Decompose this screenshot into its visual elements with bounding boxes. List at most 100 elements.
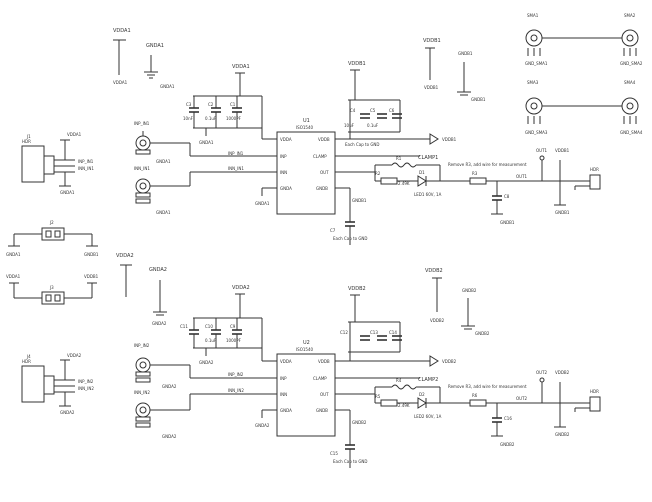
output-network-top: CLAMP1 R1 R2 2.49K LED1 60V, 1A D1 R3 OU…: [330, 148, 601, 245]
capacitor-c14: C14: [389, 330, 402, 341]
c6-ref: C6: [389, 108, 395, 113]
bottom-note-each-cap: Each Cap to GND: [333, 459, 368, 464]
u1-gndb-label: GNDB1: [352, 198, 367, 203]
c8-gndb: GNDB1: [500, 220, 515, 225]
j4-inp: INP_IN2: [78, 379, 94, 384]
c15-label: C15: [330, 451, 338, 456]
input-jack-inn2: INN_IN2 GNDA2: [134, 390, 262, 439]
vddb2-net-label: VDDB2: [430, 318, 445, 323]
u1-pin-inp: INP: [280, 154, 287, 159]
c10-value: 0.1uF: [205, 338, 217, 343]
input-jack-inp2: INP_IN2 GNDA2: [134, 343, 262, 389]
gnda1-cap-label: GNDA1: [199, 140, 214, 145]
diff-n1-label: INN_IN1: [228, 166, 244, 171]
inp2-gnd: GNDA2: [162, 384, 177, 389]
tp-gndb2: GNDB2: [555, 432, 570, 437]
top-channel: VDDA1 VDDA1 GNDA1 GNDA1 VDDA1 GNDA1: [21, 28, 601, 245]
c4-ref: C4: [350, 108, 356, 113]
diff-p2-label: INP_IN2: [228, 372, 244, 377]
r6-ref: R6: [472, 393, 478, 398]
d2-ref: D2: [419, 392, 425, 397]
gnd-sma1: GND_SMA1: [525, 61, 548, 66]
c3-value: 10nF: [183, 116, 194, 121]
bottom-channel: VDDA2 GNDA2 GNDA2 VDDA2 GNDA2 C11: [21, 253, 601, 468]
header-j1: J1 HDR VDDA1 GNDA1 INP_IN1 INN_IN1: [21, 132, 94, 195]
u2-ref: U2: [303, 340, 310, 346]
sma1: SMA1 GND_SMA1: [525, 13, 630, 66]
u2-pin-vddb: VDDB: [318, 359, 330, 364]
gnda1-power-symbol: GNDA1 GNDA1: [144, 43, 175, 89]
j1-ref: J1: [26, 134, 31, 139]
j1-label: HDR: [22, 139, 31, 144]
vddb2-top-label: VDDB2: [425, 268, 443, 274]
out2-label: OUT2: [516, 396, 528, 401]
r3-ref: R3: [472, 171, 478, 176]
u2-gndb-label: GNDB2: [352, 420, 367, 425]
j1-gnda: GNDA1: [60, 190, 75, 195]
top-note-each-cap: Each Cap to GND: [333, 236, 368, 241]
u1-pin-gndb: GNDB: [316, 186, 328, 191]
j1-inp: INP_IN1: [78, 159, 94, 164]
j2-gnda: GNDA1: [6, 252, 21, 257]
vdda2-power-symbol: VDDA2: [116, 253, 134, 297]
vdda1-rail: VDDA1 GNDA1: [193, 64, 263, 145]
u1-pin-vddb: VDDB: [318, 137, 330, 142]
gndb2-power-symbol: GNDB2 GNDB2: [461, 288, 490, 336]
u2-pin-out: OUT: [320, 392, 329, 397]
r1-ref: R1: [396, 156, 402, 161]
j4-inn: INN_IN2: [78, 386, 94, 391]
vdda2-rail-label: VDDA2: [232, 285, 250, 291]
capacitor-c4: C4 10uF: [344, 108, 370, 128]
vddb1-power-symbol: VDDB1 VDDB1: [423, 38, 441, 90]
vddb1-rail: VDDB1: [348, 61, 401, 139]
u1-pin-clamp: CLAMP: [313, 154, 327, 159]
capacitor-c9: C9 1000PF: [226, 318, 242, 348]
input-jack-inp1: INP_IN1 GNDA1: [134, 121, 262, 164]
bottom-note-measure: Remove R3, add wire for measurement: [448, 384, 527, 389]
vdda2-label: VDDA2: [116, 253, 134, 259]
diff-n2-label: INN_IN2: [228, 388, 244, 393]
top-note-cap: Each Cap to GND: [345, 142, 380, 147]
tp-out2: OUT2: [536, 370, 548, 375]
r2-ref: R2: [375, 171, 381, 176]
sma3-label: SMA3: [527, 80, 539, 85]
clamp1-label: CLAMP1: [418, 155, 438, 161]
r4-ref: R4: [396, 378, 402, 383]
u2-pin-inp: INP: [280, 376, 287, 381]
capacitor-c1: C1 1000PF: [226, 96, 242, 128]
vdda1-power-symbol: VDDA1 VDDA1: [113, 28, 131, 85]
j4-label: HDR: [22, 359, 31, 364]
j2-ref: J2: [49, 220, 54, 225]
jumper-j3: J3 VDDA1 VDDB1: [6, 274, 99, 305]
j5-label: HDR: [590, 167, 599, 172]
inn1-gnd: GNDA1: [156, 210, 171, 215]
j2-gndb: GNDB1: [84, 252, 99, 257]
ic-u1: U1 ISO1540 VDDA INP INN GNDA VDDB CLAMP …: [255, 118, 350, 215]
c5-ref: C5: [370, 108, 376, 113]
tp-vddb2: VDDB2: [555, 370, 570, 375]
vddb1-arrow-label: VDDB1: [442, 137, 457, 142]
sma4: SMA4 GND_SMA4: [620, 80, 643, 135]
c3-ref: C3: [186, 102, 192, 107]
gndb1-power-symbol: GNDB1 GNDB1: [457, 51, 486, 102]
c9-value: 1000PF: [226, 338, 242, 343]
c9-ref: C9: [230, 324, 236, 329]
u1-gnda-label: GNDA1: [255, 201, 270, 206]
inp1-net: INP_IN1: [134, 121, 150, 126]
j4-vdda: VDDA2: [67, 353, 82, 358]
capacitor-c2: C2 0.1uF: [205, 96, 221, 128]
c12-ref: C12: [340, 330, 348, 335]
sma-connectors: SMA1 GND_SMA1 SMA2 GND_SMA2 SMA3 GND_SMA…: [525, 13, 643, 135]
j1-vdda: VDDA1: [67, 132, 82, 137]
u2-pin-inn: INN: [280, 392, 287, 397]
c2-ref: C2: [208, 102, 214, 107]
clamp2-label: CLAMP2: [418, 377, 438, 383]
capacitor-c12: C12: [340, 330, 370, 341]
vddb1-net-label: VDDB1: [424, 85, 439, 90]
r4-value: 2.49K: [398, 403, 410, 408]
u2-pin-vdda: VDDA: [280, 359, 292, 364]
output-network-bottom: CLAMP2 R4 R5 2.49K LED2 60V, 1A D2 R6 OU…: [330, 370, 601, 468]
vdda1-label: VDDA1: [113, 28, 131, 34]
c10-ref: C10: [205, 324, 213, 329]
vddb2-power-symbol: VDDB2 VDDB2: [425, 268, 445, 323]
